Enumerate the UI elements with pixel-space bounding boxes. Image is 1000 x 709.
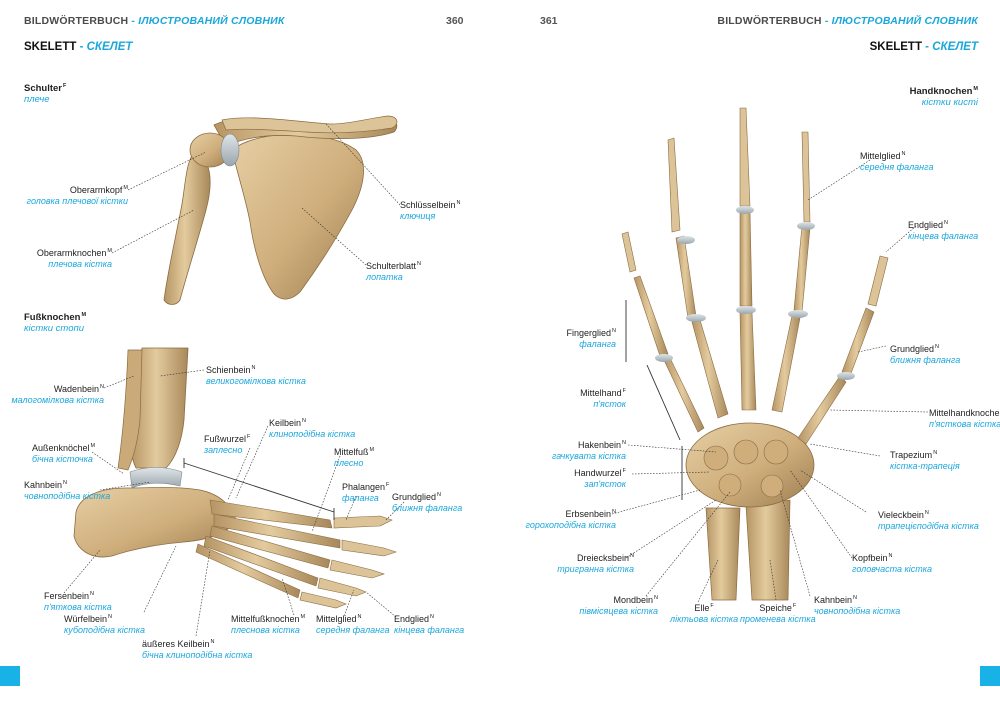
label-handwurzel: HandwurzelF зап'ясток	[574, 468, 626, 489]
label-mittelhandknochen: MittelhandknochenM п'ясткова кістка	[929, 408, 1000, 429]
label-mittelglied-hand: MittelgliedN середня фаланга	[860, 151, 934, 172]
book-title-de: BILDWÖRTERBUCH	[24, 15, 129, 27]
book-title-separator: -	[128, 15, 139, 27]
label-erbsenbein: ErbsenbeinN горохоподібна кістка	[525, 509, 616, 530]
page-tab-right	[980, 666, 1000, 686]
label-grundglied-hand: GrundgliedN ближня фаланга	[890, 344, 961, 365]
label-kahnbein-foot: KahnbeinN човноподібна кістка	[24, 480, 111, 501]
label-kahnbein-hand: KahnbeinN човноподібна кістка	[814, 595, 901, 616]
section-title: SKELETT - СКЕЛЕТ	[24, 41, 132, 53]
label-fingerglied: FingergliedN фаланга	[566, 328, 616, 349]
label-schulterblatt: SchulterblattN лопатка	[366, 261, 422, 282]
label-elle: ElleF ліктьова кістка	[670, 603, 739, 624]
book-title-de: BILDWÖRTERBUCH	[717, 15, 822, 27]
book-title-uk: ІЛЮСТРОВАНИЙ СЛОВНИК	[138, 15, 285, 27]
label-schienbein: SchienbeinN великогомілкова кістка	[206, 365, 306, 386]
book-title-separator: -	[821, 15, 832, 27]
label-wadenbein: WadenbeinN малогомілкова кістка	[11, 384, 104, 405]
hand-heading: HandknochenM кістки кисті	[909, 86, 978, 108]
label-mittelhand: MittelhandF п'ясток	[580, 388, 626, 409]
label-trapezium: TrapeziumN кістка-трапеція	[890, 450, 960, 471]
section-title-de: SKELETT	[869, 41, 922, 53]
shoulder-illustration	[163, 115, 398, 305]
label-mittelfuss: MittelfußM плесно	[334, 447, 375, 468]
label-mittelglied-foot: MittelgliedN середня фаланга	[316, 614, 390, 635]
section-title-de: SKELETT	[24, 41, 77, 53]
leader-lines	[63, 123, 929, 637]
section-title-separator: -	[76, 41, 87, 53]
label-hakenbein: HakenbeinN гачкувата кістка	[551, 440, 626, 461]
page-tab-left	[0, 666, 20, 686]
book-title: BILDWÖRTERBUCH - ІЛЮСТРОВАНИЙ СЛОВНИК	[24, 15, 285, 27]
label-mondbein: MondbeinN півмісяцева кістка	[579, 595, 658, 616]
label-kopfbein: KopfbeinN головчаста кістка	[852, 553, 932, 574]
label-vieleckbein: VieleckbeinN трапецієподібна кістка	[878, 510, 979, 531]
foot-illustration	[73, 347, 397, 609]
right-page: 361 BILDWÖRTERBUCH - ІЛЮСТРОВАНИЙ СЛОВНИ…	[500, 0, 1000, 709]
left-page: BILDWÖRTERBUCH - ІЛЮСТРОВАНИЙ СЛОВНИК 36…	[0, 15, 465, 686]
label-grundglied-foot: GrundgliedN ближня фаланга	[392, 492, 463, 513]
label-phalangen: PhalangenF фаланга	[342, 482, 390, 503]
book-title: BILDWÖRTERBUCH - ІЛЮСТРОВАНИЙ СЛОВНИК	[717, 15, 978, 27]
label-endglied-foot: EndgliedN кінцева фаланга	[394, 614, 465, 635]
label-oberarmknochen: OberarmknochenM плечова кістка	[36, 248, 112, 269]
page-number: 360	[446, 15, 464, 27]
label-keilbein: KeilbeinN клиноподібна кістка	[269, 418, 356, 439]
label-dreiecksbein: DreiecksbeinN тригранна кістка	[557, 553, 634, 574]
label-aeusseres-keilbein: äußeres KeilbeinN бічна клиноподібна кіс…	[142, 639, 253, 660]
label-endglied-hand: EndgliedN кінцева фаланга	[908, 220, 979, 241]
label-fusswurzel: FußwurzelF заплесно	[204, 434, 251, 455]
label-wuerfelbein: WürfelbeinN кубоподібна кістка	[64, 614, 145, 635]
label-oberarmkopf: OberarmkopfM головка плечової кістки	[26, 185, 128, 206]
label-fersenbein: FersenbeinN п'яткова кістка	[44, 591, 112, 612]
hand-illustration	[621, 107, 889, 601]
book-title-uk: ІЛЮСТРОВАНИЙ СЛОВНИК	[831, 15, 978, 27]
section-title-uk: СКЕЛЕТ	[932, 41, 978, 53]
label-speiche: SpeicheF променева кістка	[740, 603, 816, 624]
shoulder-heading: SchulterF плече	[24, 83, 67, 105]
label-schluesselbein: SchlüsselbeinN ключиця	[400, 200, 461, 221]
foot-heading: FußknochenM кістки стопи	[24, 312, 87, 334]
label-aussenknoechel: AußenknöchelM бічна кісточка	[32, 443, 96, 464]
label-mittelfussknochen: MittelfußknochenM плеснова кістка	[231, 614, 306, 635]
page-number: 361	[540, 15, 558, 27]
section-title-uk: СКЕЛЕТ	[86, 41, 133, 53]
section-title: SKELETT - СКЕЛЕТ	[870, 41, 978, 53]
section-title-separator: -	[921, 41, 933, 53]
